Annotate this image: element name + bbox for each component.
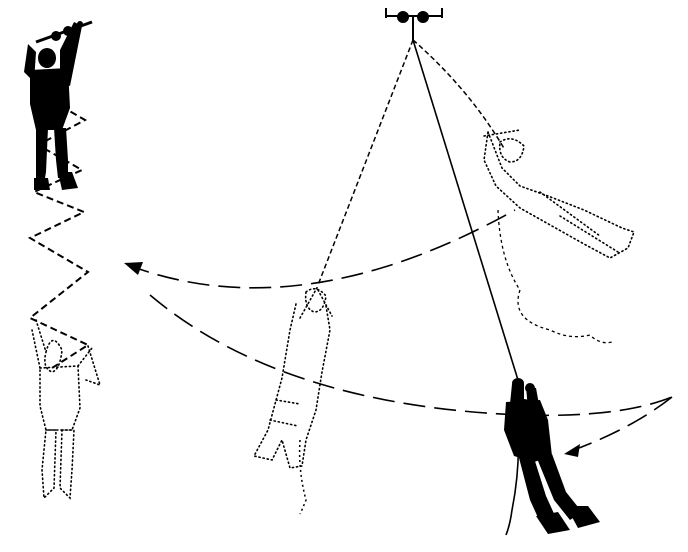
swing-arc-right [567,396,673,453]
swing-arcs [124,209,673,457]
climber-hanging-right [504,378,600,534]
ropes [298,39,613,536]
swing-arc-lower [149,294,673,417]
swing-arc-upper [127,209,516,289]
climber-outline-upper-right [483,128,636,259]
climber-top-left [24,20,93,190]
climber-outline-center [252,285,333,469]
anchor-bar [385,8,443,40]
climber-outline-bottom-left [31,319,102,500]
